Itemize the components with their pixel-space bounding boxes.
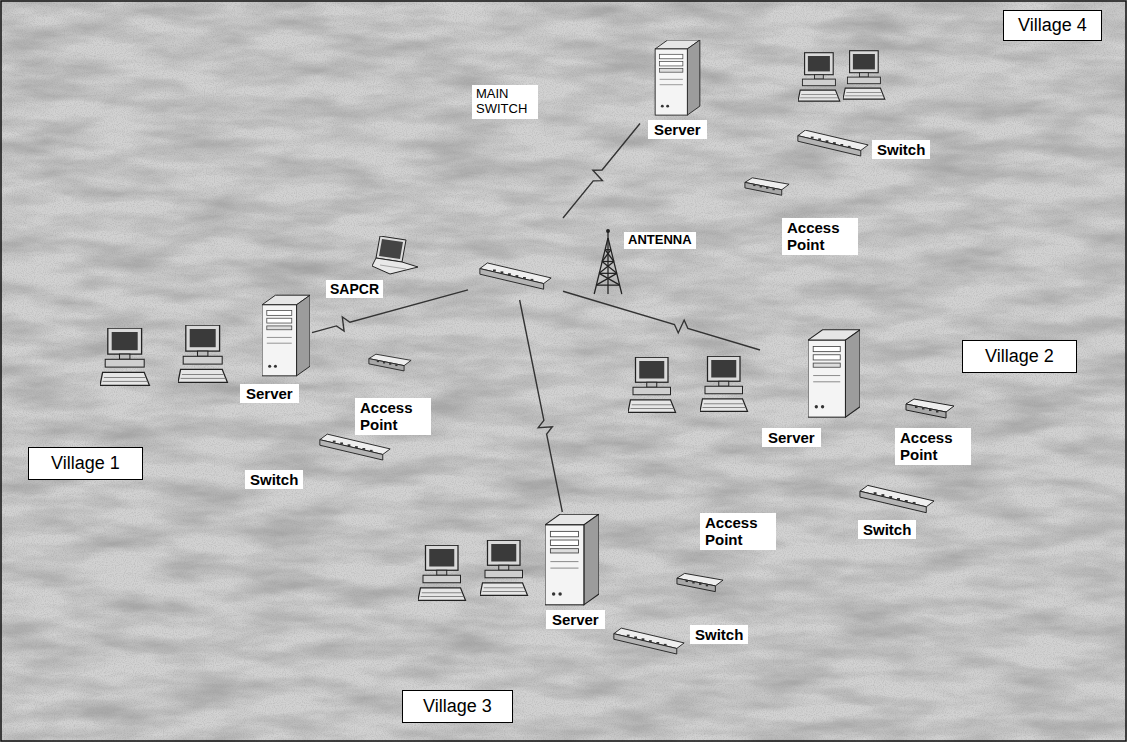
device-label-box: Access Point bbox=[895, 428, 971, 465]
switch-icon bbox=[860, 485, 934, 512]
server-icon bbox=[262, 295, 310, 376]
laptop-icon bbox=[372, 236, 418, 274]
server-icon bbox=[655, 40, 700, 115]
computer-icon bbox=[700, 356, 748, 411]
device-label: Access Point bbox=[787, 219, 853, 254]
server-node: Server bbox=[640, 40, 716, 144]
village-label: Village 4 bbox=[1018, 15, 1087, 35]
device-label: Server bbox=[240, 384, 299, 403]
server-node: Server bbox=[238, 290, 312, 408]
device-label: Access Point bbox=[705, 514, 771, 549]
computer-icon bbox=[480, 540, 528, 595]
computer-icon bbox=[798, 53, 840, 101]
device-label: Switch bbox=[250, 471, 298, 488]
device-label: MAIN SWITCH bbox=[472, 85, 538, 119]
village-label: Village 3 bbox=[423, 696, 492, 716]
main-switch-node: MAIN SWITCH bbox=[468, 85, 563, 300]
village-label: Village 2 bbox=[985, 346, 1054, 366]
wireless-link bbox=[520, 300, 563, 512]
server-icon bbox=[808, 330, 860, 417]
access-point-icon bbox=[745, 178, 789, 195]
switch-icon bbox=[320, 434, 390, 460]
antenna-label: ANTENNA bbox=[624, 232, 696, 249]
server-icon bbox=[545, 514, 599, 605]
device-label: Server bbox=[648, 120, 707, 139]
computer-icon bbox=[100, 328, 149, 385]
device-label: Access Point bbox=[360, 399, 426, 434]
device-label: Switch bbox=[863, 521, 911, 538]
antenna-tower bbox=[594, 229, 622, 294]
device-label-box: Access Point bbox=[782, 218, 858, 255]
computer-icon bbox=[843, 51, 885, 99]
laptop-label: SAPCR bbox=[326, 280, 383, 298]
village-box: Village 4 bbox=[1003, 10, 1102, 41]
village-box: Village 1 bbox=[28, 447, 143, 480]
device-label: Switch bbox=[877, 141, 925, 158]
switch-icon bbox=[614, 628, 684, 654]
device-label: Switch bbox=[695, 626, 743, 643]
village-label: Village 1 bbox=[51, 453, 120, 473]
village-box: Village 3 bbox=[402, 690, 513, 723]
computer-icon bbox=[628, 357, 676, 412]
village-box: Village 2 bbox=[962, 340, 1077, 373]
device-label: Server bbox=[762, 428, 821, 447]
wireless-link bbox=[563, 291, 760, 350]
device-label-box: Switch bbox=[872, 140, 930, 159]
access-point-icon bbox=[677, 573, 723, 591]
device-label-box: Switch bbox=[858, 520, 916, 539]
device-label: Access Point bbox=[900, 429, 966, 464]
device-label-box: Switch bbox=[690, 625, 748, 644]
switch-icon bbox=[480, 263, 551, 289]
device-label: Server bbox=[546, 610, 605, 629]
server-node: Server bbox=[538, 512, 614, 636]
server-node: Server bbox=[760, 326, 866, 454]
device-label-box: Access Point bbox=[700, 513, 776, 550]
device-label-box: Switch bbox=[245, 470, 303, 489]
computer-icon bbox=[418, 545, 466, 600]
wireless-link bbox=[563, 123, 640, 218]
access-point-icon bbox=[369, 354, 411, 371]
switch-icon bbox=[798, 130, 868, 156]
computer-icon bbox=[178, 325, 227, 382]
access-point-icon bbox=[906, 399, 954, 418]
device-label-box: Access Point bbox=[355, 398, 431, 435]
